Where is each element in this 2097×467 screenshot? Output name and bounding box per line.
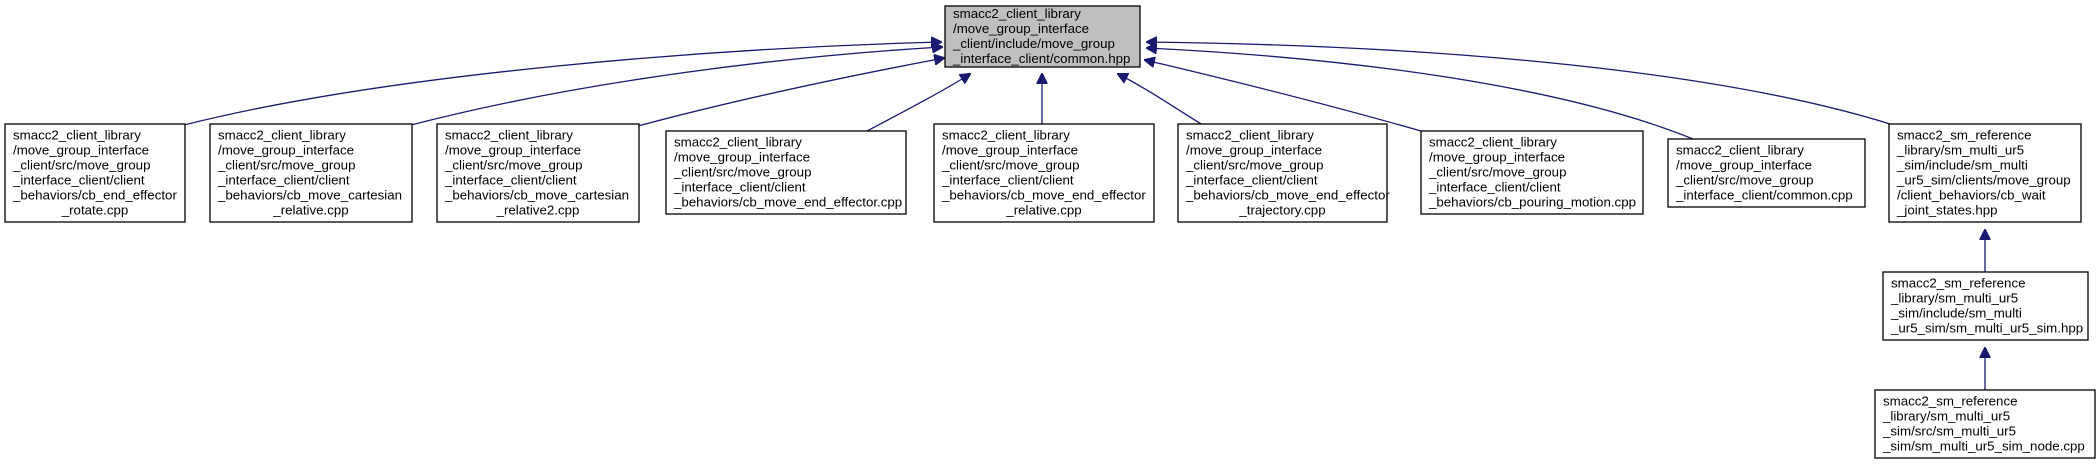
node-box <box>4 123 186 223</box>
node-label-line: _rotate.cpp <box>61 203 129 218</box>
node-label-line: smacc2_client_library <box>1429 135 1557 150</box>
file-node-n8[interactable]: smacc2_client_library/move_group_interfa… <box>1667 138 1866 208</box>
node-label-line: /move_group_interface <box>674 150 810 165</box>
node-label-line: _interface_client/client <box>444 173 577 188</box>
node-label-line: _relative2.cpp <box>496 203 580 218</box>
node-box <box>1874 389 2096 459</box>
node-label-line: _behaviors/cb_pouring_motion.cpp <box>1428 195 1636 210</box>
node-label-line: _interface_client/client <box>217 173 350 188</box>
node-label-line: /move_group_interface <box>218 143 354 158</box>
node-label-line: _trajectory.cpp <box>1238 203 1325 218</box>
node-label-line: smacc2_client_library <box>674 135 802 150</box>
file-node-n11[interactable]: smacc2_sm_reference_library/sm_multi_ur5… <box>1874 389 2096 459</box>
node-box <box>1667 138 1866 208</box>
node-label-line: _interface_client/client <box>941 173 1074 188</box>
node-label-line: _interface_client/client <box>673 180 806 195</box>
node-label-line: /move_group_interface <box>13 143 149 158</box>
file-node-n9[interactable]: smacc2_sm_reference_library/sm_multi_ur5… <box>1888 123 2082 223</box>
node-box <box>1177 123 1388 223</box>
edge-n4-to-root <box>866 74 970 132</box>
edge-n3-to-root <box>637 58 944 127</box>
node-label-line: smacc2_client_library <box>218 128 346 143</box>
node-label-line: _client/src/move_group <box>673 165 811 180</box>
node-label-line: _interface_client/client <box>1185 173 1318 188</box>
node-label-line: _library/sm_multi_ur5 <box>1882 409 2010 424</box>
node-box <box>1882 271 2089 341</box>
node-label-line: _ur5_sim/clients/move_group <box>1896 173 2071 188</box>
node-label-line: smacc2_sm_reference <box>1897 128 2032 143</box>
file-node-n3[interactable]: smacc2_client_library/move_group_interfa… <box>436 123 640 223</box>
edge-n1-to-root <box>183 42 941 126</box>
file-node-n10[interactable]: smacc2_sm_reference_library/sm_multi_ur5… <box>1882 271 2089 341</box>
node-label-line: /move_group_interface <box>1186 143 1322 158</box>
node-label-line: /move_group_interface <box>1676 158 1812 173</box>
node-box <box>944 5 1141 68</box>
node-label-line: /move_group_interface <box>1429 150 1565 165</box>
node-label-line: /move_group_interface <box>445 143 581 158</box>
file-node-n4[interactable]: smacc2_client_library/move_group_interfa… <box>665 130 907 215</box>
edge-n6-to-root <box>1118 74 1214 132</box>
file-nodes: smacc2_client_library/move_group_interfa… <box>4 5 2096 459</box>
node-box <box>933 123 1155 223</box>
node-label-line: /move_group_interface <box>953 21 1089 36</box>
node-label-line: _client/src/move_group <box>1185 158 1323 173</box>
node-label-line: _behaviors/cb_move_end_effector <box>1185 188 1390 203</box>
node-label-line: _behaviors/cb_move_end_effector.cpp <box>673 195 902 210</box>
node-label-line: _library/sm_multi_ur5 <box>1896 143 2024 158</box>
node-label-line: smacc2_client_library <box>942 128 1070 143</box>
edge-n2-to-root <box>410 47 942 126</box>
node-label-line: _relative.cpp <box>272 203 348 218</box>
node-label-line: _client/src/move_group <box>444 158 582 173</box>
node-label-line: _client/src/move_group <box>941 158 1079 173</box>
node-label-line: _sim/include/sm_multi <box>1896 158 2028 173</box>
node-label-line: _behaviors/cb_move_cartesian <box>217 188 402 203</box>
edge-n8-to-root <box>1147 48 1694 140</box>
node-label-line: _client/src/move_group <box>1428 165 1566 180</box>
node-label-line: /client_behaviors/cb_wait <box>1897 188 2046 203</box>
edge-n9-to-root <box>1147 42 1891 125</box>
node-label-line: _joint_states.hpp <box>1896 203 1998 218</box>
node-label-line: _sim/include/sm_multi <box>1890 306 2022 321</box>
node-label-line: _interface_client/client <box>12 173 145 188</box>
node-box <box>436 123 640 223</box>
file-node-n2[interactable]: smacc2_client_library/move_group_interfa… <box>209 123 413 223</box>
node-label-line: _relative.cpp <box>1005 203 1081 218</box>
node-label-line: _ur5_sim/sm_multi_ur5_sim.hpp <box>1890 321 2083 336</box>
node-label-line: _client/src/move_group <box>217 158 355 173</box>
node-label-line: _sim/sm_multi_ur5_sim_node.cpp <box>1882 439 2085 454</box>
node-box <box>1888 123 2082 223</box>
edge-n7-to-root <box>1145 60 1422 132</box>
node-label-line: _client/src/move_group <box>12 158 150 173</box>
file-node-n7[interactable]: smacc2_client_library/move_group_interfa… <box>1420 130 1644 215</box>
node-label-line: _library/sm_multi_ur5 <box>1890 291 2018 306</box>
file-node-n5[interactable]: smacc2_client_library/move_group_interfa… <box>933 123 1155 223</box>
root-file-node[interactable]: smacc2_client_library/move_group_interfa… <box>944 5 1141 68</box>
node-label-line: /move_group_interface <box>942 143 1078 158</box>
file-node-n6[interactable]: smacc2_client_library/move_group_interfa… <box>1177 123 1390 223</box>
node-label-line: _behaviors/cb_end_effector <box>12 188 177 203</box>
node-label-line: _behaviors/cb_move_end_effector <box>941 188 1146 203</box>
node-box <box>209 123 413 223</box>
node-label-line: _client/include/move_group <box>952 36 1115 51</box>
node-label-line: smacc2_client_library <box>953 6 1081 21</box>
file-node-n1[interactable]: smacc2_client_library/move_group_interfa… <box>4 123 186 223</box>
node-label-line: smacc2_client_library <box>445 128 573 143</box>
node-label-line: smacc2_sm_reference <box>1883 394 2018 409</box>
node-label-line: smacc2_sm_reference <box>1891 276 2026 291</box>
node-label-line: smacc2_client_library <box>13 128 141 143</box>
node-label-line: _behaviors/cb_move_cartesian <box>444 188 629 203</box>
node-box <box>665 130 907 215</box>
node-label-line: _client/src/move_group <box>1675 173 1813 188</box>
node-box <box>1420 130 1644 215</box>
node-label-line: _interface_client/common.cpp <box>1675 188 1853 203</box>
node-label-line: _sim/src/sm_multi_ur5 <box>1882 424 2016 439</box>
node-label-line: _interface_client/client <box>1428 180 1561 195</box>
node-label-line: smacc2_client_library <box>1676 143 1804 158</box>
node-label-line: _interface_client/common.hpp <box>952 51 1130 66</box>
node-label-line: smacc2_client_library <box>1186 128 1314 143</box>
